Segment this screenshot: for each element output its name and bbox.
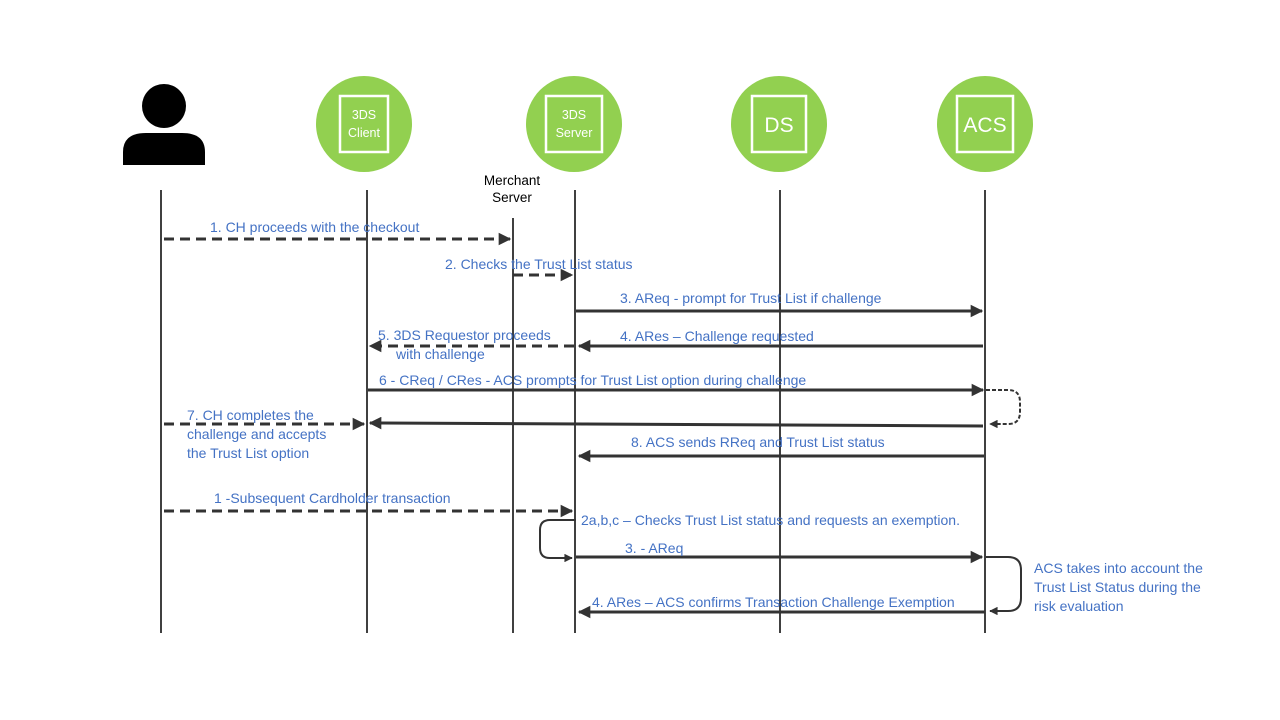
actor-acs: ACS [937,76,1033,172]
message-label-m2: 2. Checks the Trust List status [445,256,633,272]
actor-label-line: Server [556,126,593,140]
message-label-s2: 2a,b,c – Checks Trust List status and re… [581,512,960,528]
cardholder-person-icon [123,84,205,165]
acs-note-text: ACS takes into account the [1034,560,1203,576]
merchant-server-label: Server [492,190,532,205]
lifelines [160,190,986,633]
arrow-s4-loop [986,556,1022,616]
message-label-m4: 4. ARes – Challenge requested [620,328,814,344]
actor-label-line: 3DS [352,108,376,122]
message-label-s1: 1 -Subsequent Cardholder transaction [214,490,451,506]
actor-label-line: DS [764,114,793,137]
message-label-m6: 6 - CReq / CRes - ACS prompts for Trust … [379,372,806,388]
arrow-s2-loop [539,519,576,563]
actor-label-line: 3DS [562,108,586,122]
message-label-m5: 5. 3DS Requestor proceeds [378,327,551,343]
message-label-m7: challenge and accepts [187,426,326,442]
actor-label-line: ACS [963,114,1006,137]
actor-3ds-server: 3DS Server [526,76,622,172]
message-label-m7: 7. CH completes the [187,407,314,423]
actor-ds: DS [731,76,827,172]
message-label-m3: 3. AReq - prompt for Trust List if chall… [620,290,882,306]
arrow-m7-return [368,416,984,430]
message-label-s3: 3. - AReq [625,540,683,556]
message-label-m7: the Trust List option [187,445,309,461]
message-label-m1: 1. CH proceeds with the checkout [210,219,419,235]
arrow-m6-loop [986,389,1021,429]
acs-note-text: risk evaluation [1034,598,1124,614]
actor-3ds-client: 3DS Client [316,76,412,172]
actor-label-line: Client [348,126,380,140]
message-label-m8: 8. ACS sends RReq and Trust List status [631,434,885,450]
message-label-s4: 4. ARes – ACS confirms Transaction Chall… [592,594,955,610]
acs-note-text: Trust List Status during the [1034,579,1201,595]
merchant-server-label: Merchant [484,173,541,188]
message-label-m5: with challenge [395,346,485,362]
